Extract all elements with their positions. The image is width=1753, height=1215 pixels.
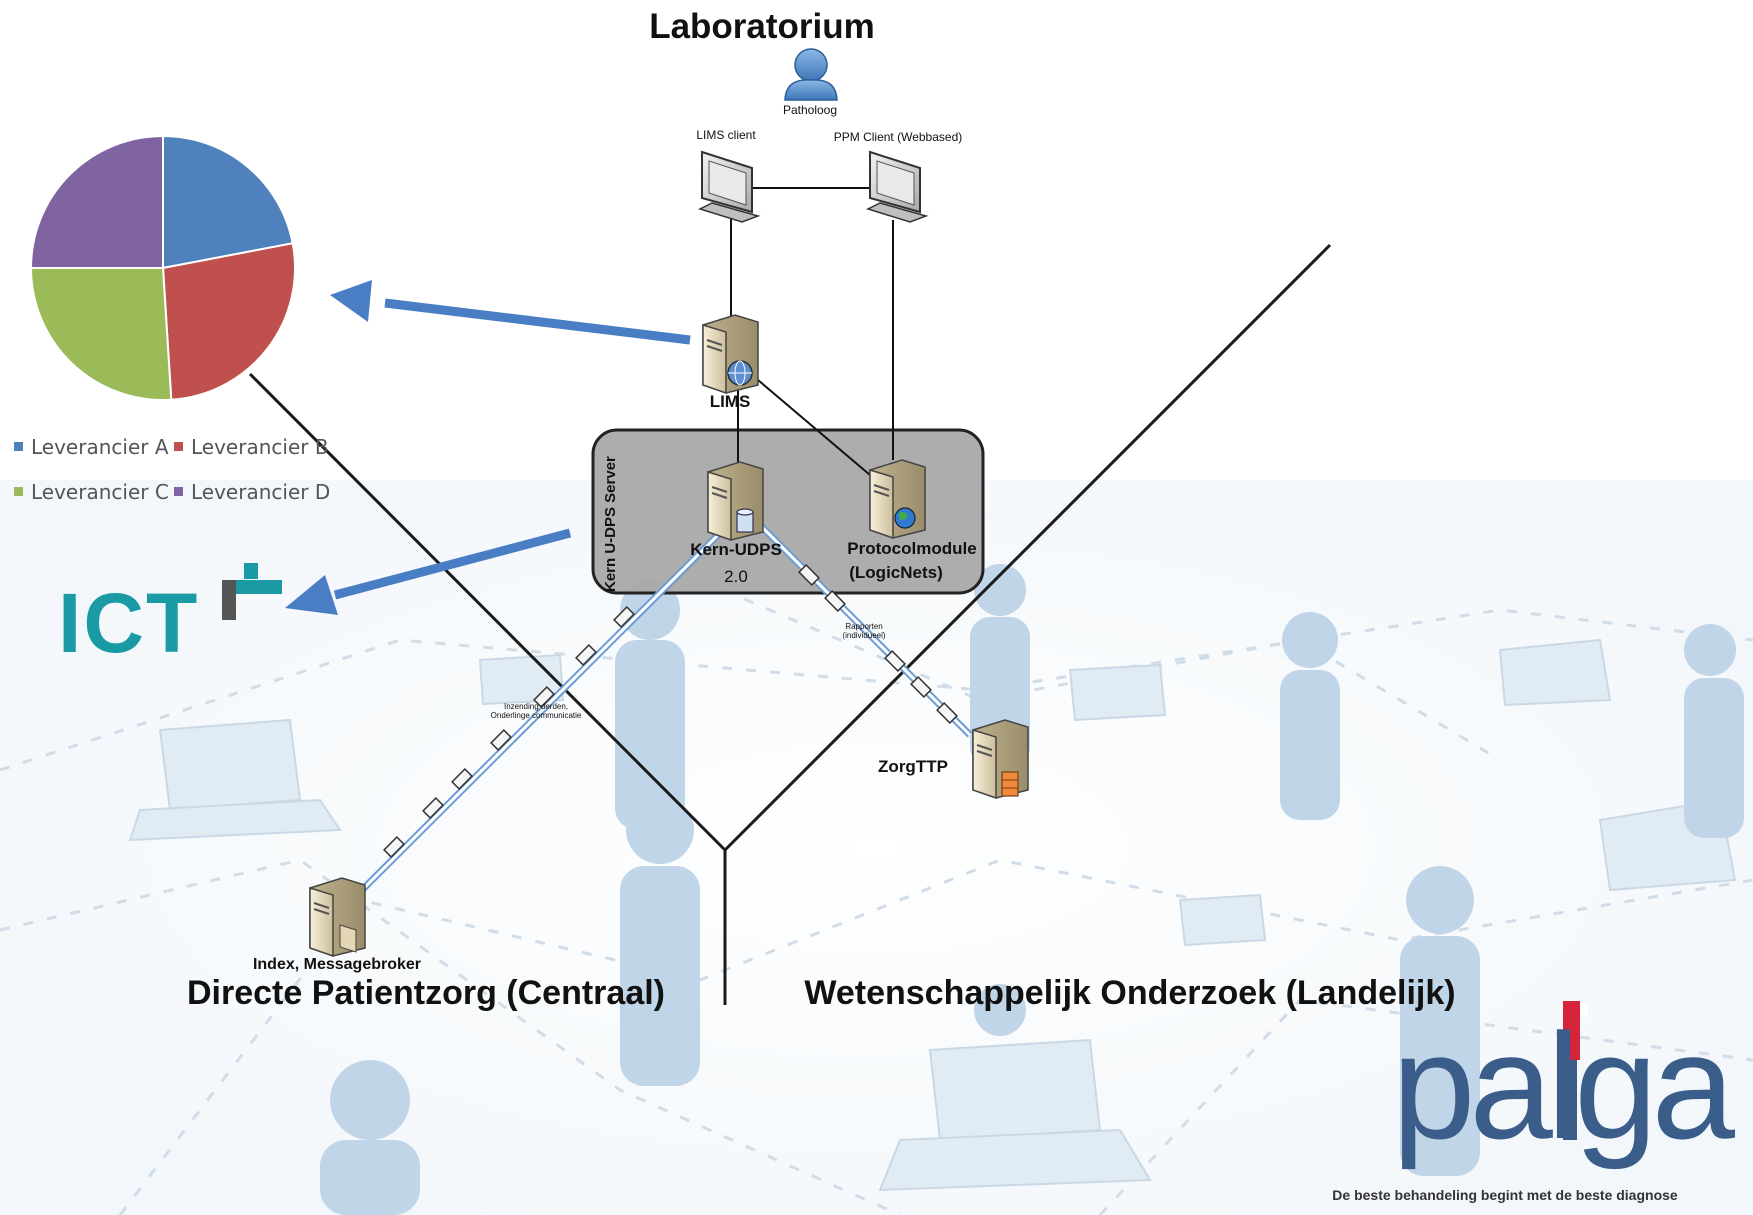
palga-wordmark: palga (1392, 1002, 1736, 1170)
region-left-label: Directe Patientzorg (Centraal) (187, 974, 665, 1012)
diagram-title: Laboratorium (649, 7, 875, 46)
lims-client-label: LIMS client (696, 128, 756, 142)
legend-label: Leverancier D (191, 480, 330, 504)
database-icon (736, 508, 754, 533)
kern-udps-label: Kern-UDPS (690, 540, 782, 559)
pie-slice-leverancier-b (161, 242, 296, 401)
patholoog-label: Patholoog (783, 103, 837, 117)
pie-legend: Leverancier A Leverancier B Leverancier C L… (14, 435, 330, 504)
region-right-label: Wetenschappelijk Onderzoek (Landelijk) (804, 974, 1455, 1012)
protocolmodule-server-icon[interactable] (869, 459, 926, 540)
protocolmodule-label: Protocolmodule (847, 539, 976, 558)
legend-swatch (14, 442, 23, 451)
legend-swatch (174, 487, 183, 496)
arrow-kern-to-ict (285, 528, 572, 615)
pie-slice-leverancier-a (162, 134, 294, 270)
link-left-label-1: Inzending derden, (504, 702, 568, 711)
lims-label: LIMS (710, 392, 751, 411)
kern-udps-server-icon[interactable] (707, 461, 764, 542)
index-messagebroker-label: Index, Messagebroker (253, 956, 421, 973)
ppm-client-monitor-icon[interactable] (865, 150, 929, 223)
link-right-label-1: Rapporten (845, 622, 882, 631)
supplier-pie-chart (29, 134, 296, 401)
legend-label: Leverancier B (191, 435, 329, 459)
plus-icon (222, 563, 282, 620)
zorgttp-server-icon[interactable] (972, 719, 1029, 800)
svg-text:ICT: ICT (58, 576, 199, 670)
pipe-kern-to-index (349, 532, 721, 903)
region-divider (248, 243, 1332, 1005)
pipe-kern-to-zorgttp (757, 522, 973, 738)
index-messagebroker-server-icon[interactable] (309, 877, 366, 958)
earth-globe-icon (894, 507, 916, 529)
legend-label: Leverancier A (31, 435, 169, 459)
lims-server-icon[interactable] (702, 314, 759, 395)
arrow-lims-to-pie (330, 280, 691, 345)
link-right-label-2: (individueel) (842, 631, 885, 640)
ppm-client-label: PPM Client (Webbased) (834, 130, 963, 144)
legend-swatch (14, 487, 23, 496)
palga-logo: palga De beste behandeling begint met de… (1332, 1001, 1742, 1203)
globe-icon (727, 360, 753, 386)
network-links (730, 187, 894, 476)
legend-swatch (174, 442, 183, 451)
legend-label: Leverancier C (31, 480, 169, 504)
palga-tagline: De beste behandeling begint met de beste… (1332, 1187, 1678, 1203)
firewall-icon (1001, 771, 1019, 797)
logicnets-label: (LogicNets) (849, 563, 943, 582)
ict-plus-logo: ICT (58, 563, 282, 670)
patholoog-user-icon (784, 48, 838, 101)
zorgttp-label: ZorgTTP (878, 757, 948, 776)
link-left-label-2: Onderlinge communicatie (491, 711, 582, 720)
kern-udps-version: 2.0 (724, 567, 748, 586)
pie-slice-leverancier-c (29, 267, 173, 401)
lims-client-monitor-icon[interactable] (697, 150, 761, 223)
kern-group-label: Kern U-DPS Server (602, 456, 619, 592)
pie-slice-leverancier-d (29, 134, 164, 269)
